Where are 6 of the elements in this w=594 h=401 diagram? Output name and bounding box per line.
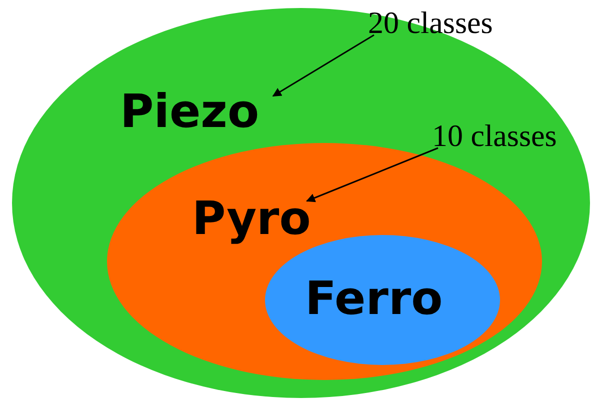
- leader-line: [272, 34, 374, 97]
- annotation-text: 20 classes: [368, 7, 493, 38]
- annotation-text: 10 classes: [432, 120, 557, 151]
- leader-line: [306, 147, 438, 202]
- set-label: Ferro: [305, 275, 443, 321]
- set-label: Piezo: [120, 88, 260, 134]
